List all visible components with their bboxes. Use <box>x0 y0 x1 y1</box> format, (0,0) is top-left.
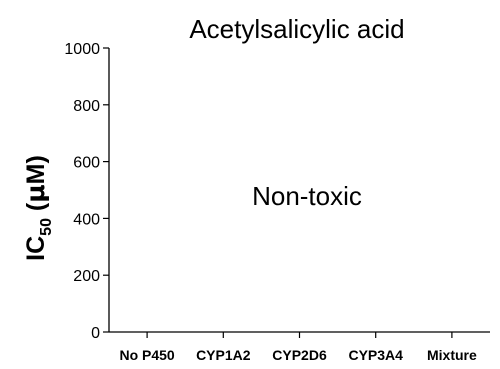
x-tick-label: CYP3A4 <box>348 347 403 363</box>
chart-title: Acetylsalicylic acid <box>189 14 404 44</box>
y-axis-label: IC50 (μM) <box>21 155 55 261</box>
x-tick-label: CYP1A2 <box>196 347 251 363</box>
y-axis-label-unit-open: ( <box>22 202 50 218</box>
x-tick-label: No P450 <box>119 347 174 363</box>
y-axis: 0 200 400 600 800 1000 <box>64 41 110 342</box>
y-axis-label-main: IC <box>22 236 50 261</box>
x-tick-label: Mixture <box>427 347 477 363</box>
x-tick-label: CYP2D6 <box>272 347 327 363</box>
y-axis-label-unit-rest: M) <box>22 155 50 184</box>
y-axis-label-subscript: 50 <box>38 218 55 236</box>
y-tick-label: 1000 <box>64 41 100 58</box>
y-tick-label: 0 <box>91 325 100 342</box>
x-axis: No P450 CYP1A2 CYP2D6 CYP3A4 Mixture <box>109 331 490 363</box>
y-tick-label: 200 <box>73 268 100 285</box>
y-tick-label: 400 <box>73 211 100 228</box>
y-tick-label: 600 <box>73 155 100 172</box>
y-tick-label: 800 <box>73 98 100 115</box>
non-toxic-annotation: Non-toxic <box>252 181 362 211</box>
y-axis-label-unit-symbol: μ <box>21 184 50 202</box>
